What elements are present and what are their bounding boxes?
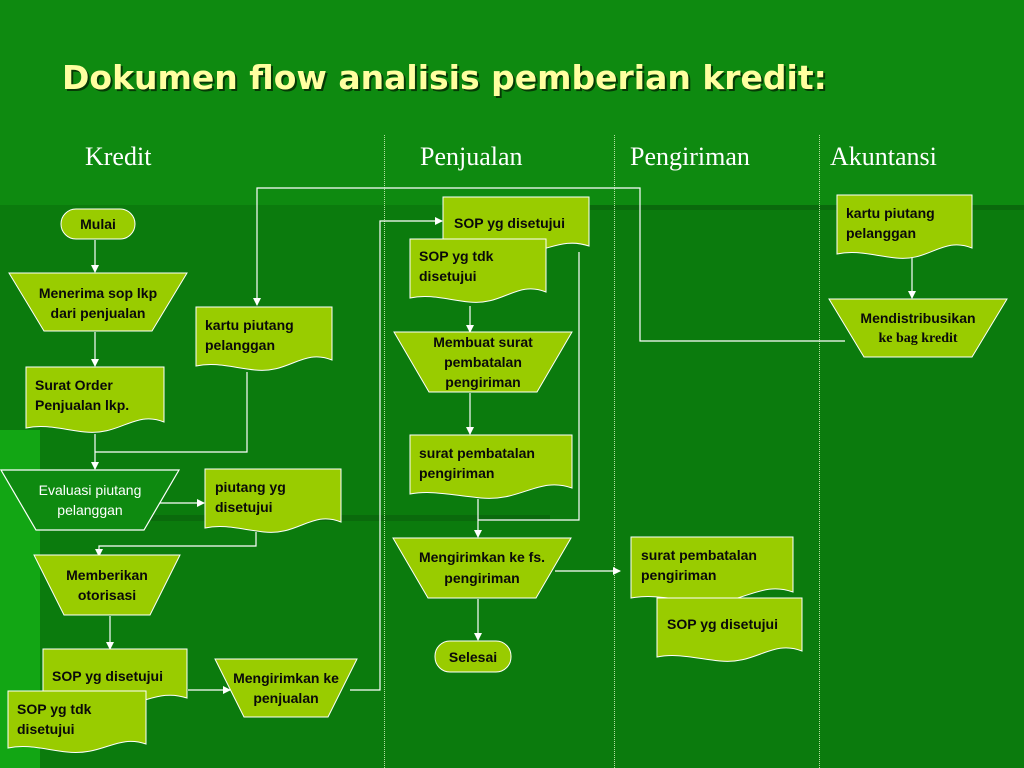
process-memberikan: Memberikan otorisasi (33, 554, 181, 616)
lane-divider-3 (819, 135, 820, 768)
connector-kartu-evaluasi (95, 372, 248, 453)
document-kartu-piutang-akuntansi: kartu piutang pelanggan (836, 194, 973, 262)
sop-disetujui-pengiriman-label: SOP yg disetujui (667, 616, 778, 632)
document-surat-pembatalan-pengiriman: surat pembatalan pengiriman (630, 536, 794, 606)
sop-tdk-kredit-line1: SOP yg tdk (17, 701, 92, 717)
process-mengirimkan-fs: Mengirimkan ke fs. pengiriman (392, 537, 572, 599)
process-menerima: Menerima sop lkp dari penjualan (8, 272, 188, 332)
process-evaluasi: Evaluasi piutang pelanggan (0, 469, 181, 531)
membuat-surat-line2: pembatalan (444, 354, 522, 370)
connector-sop-disetujui-mengirimkan (478, 252, 580, 521)
document-sop-tdk-penjualan: SOP yg tdk disetujui (409, 238, 547, 306)
surat-pembatalan-pengiriman-line2: pengiriman (641, 567, 717, 583)
sop-tdk-penjualan-line1: SOP yg tdk (419, 248, 494, 264)
lane-divider-1 (384, 135, 385, 768)
lane-title-penjualan: Penjualan (420, 142, 523, 171)
surat-pembatalan-penjualan-line2: pengiriman (419, 465, 495, 481)
evaluasi-label-line2: pelanggan (57, 502, 123, 518)
menerima-label-line2: dari penjualan (50, 305, 146, 321)
start-terminator-mulai: Mulai (60, 208, 136, 240)
mengirimkan-penjualan-line1: Mengirimkan ke (233, 670, 339, 686)
sop-tdk-kredit-line2: disetujui (17, 721, 75, 737)
connector-piutang-memberikan (95, 532, 257, 557)
process-mendistribusikan: Mendistribusikan ke bag kredit (828, 298, 1008, 358)
surat-order-label-line1: Surat Order (35, 377, 113, 393)
mengirimkan-fs-line2: pengiriman (444, 570, 520, 586)
document-kartu-piutang-kredit: kartu piutang pelanggan (195, 306, 333, 374)
background-stripe-2 (590, 205, 1024, 210)
lane-title-kredit: Kredit (85, 142, 152, 171)
kartu-piutang-akuntansi-line1: kartu piutang (846, 205, 935, 221)
process-mengirimkan-penjualan: Mengirimkan ke penjualan (214, 658, 358, 718)
sop-disetujui-penjualan-label: SOP yg disetujui (454, 215, 565, 231)
lane-title-pengiriman: Pengiriman (630, 142, 750, 171)
membuat-surat-line3: pengiriman (445, 374, 521, 390)
piutang-disetujui-line1: piutang yg (215, 479, 286, 495)
connector-mengirimkan-penjualan (350, 217, 443, 691)
memberikan-label-line1: Memberikan (66, 567, 148, 583)
mendistribusikan-line2: ke bag kredit (878, 331, 958, 346)
document-surat-order: Surat Order Penjualan lkp. (25, 366, 165, 436)
document-surat-pembatalan-penjualan: surat pembatalan pengiriman (409, 434, 573, 502)
surat-order-label-line2: Penjualan lkp. (35, 397, 130, 413)
mulai-label: Mulai (80, 216, 116, 232)
memberikan-label-line2: otorisasi (77, 587, 137, 603)
sop-disetujui-kredit-label: SOP yg disetujui (52, 668, 163, 684)
piutang-disetujui-line2: disetujui (215, 499, 273, 515)
kartu-piutang-kredit-line2: pelanggan (205, 337, 276, 353)
menerima-label-line1: Menerima sop lkp (38, 285, 158, 301)
document-sop-disetujui-pengiriman: SOP yg disetujui (656, 597, 803, 665)
surat-pembatalan-pengiriman-line1: surat pembatalan (641, 547, 757, 563)
document-sop-tdk-kredit: SOP yg tdk disetujui (7, 690, 147, 756)
process-membuat-surat: Membuat surat pembatalan pengiriman (393, 331, 573, 393)
mengirimkan-fs-line1: Mengirimkan ke fs. (418, 549, 546, 565)
sop-tdk-penjualan-line2: disetujui (419, 268, 477, 284)
mendistribusikan-line1: Mendistribusikan (860, 310, 976, 326)
mengirimkan-penjualan-line2: penjualan (253, 690, 319, 706)
page-title: Dokumen flow analisis pemberian kredit: (62, 58, 827, 97)
document-piutang-disetujui: piutang yg disetujui (204, 468, 342, 536)
evaluasi-label-line1: Evaluasi piutang (38, 482, 142, 498)
lane-divider-2 (614, 135, 615, 768)
selesai-label: Selesai (448, 649, 498, 665)
kartu-piutang-akuntansi-line2: pelanggan (846, 225, 917, 241)
membuat-surat-line1: Membuat surat (433, 334, 533, 350)
lane-title-akuntansi: Akuntansi (830, 142, 937, 171)
kartu-piutang-kredit-line1: kartu piutang (205, 317, 294, 333)
connector-mendistribusikan-kredit (253, 187, 845, 342)
end-terminator-selesai: Selesai (434, 640, 512, 673)
surat-pembatalan-penjualan-line1: surat pembatalan (419, 445, 535, 461)
